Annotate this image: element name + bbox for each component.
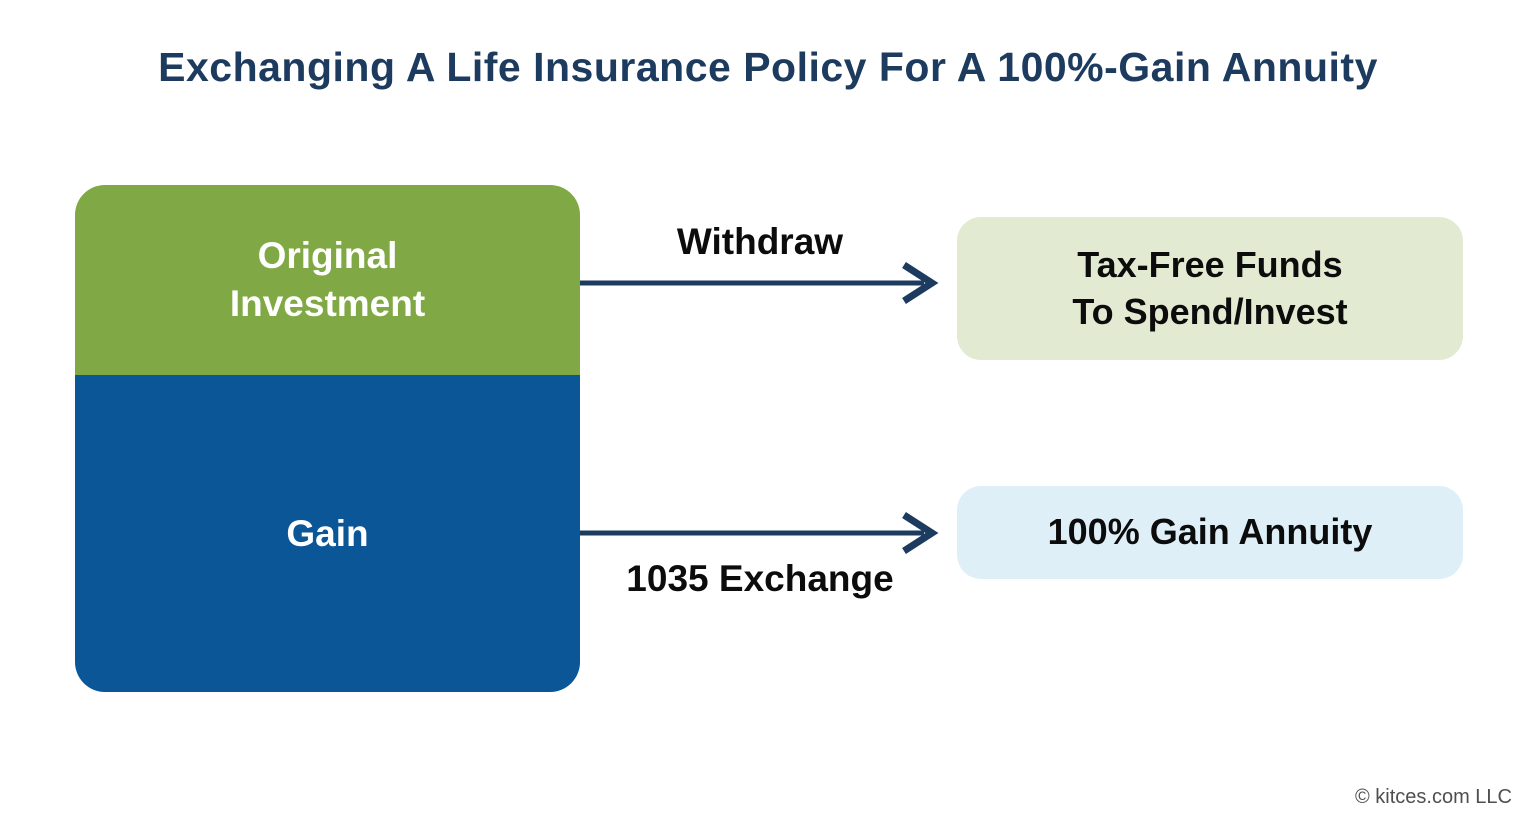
gain-annuity-label: 100% Gain Annuity (1047, 511, 1373, 553)
gain-annuity-box: 100% Gain Annuity (957, 486, 1463, 579)
original-investment-label-line1: Original (257, 234, 398, 276)
copyright-notice: © kitces.com LLC (1354, 786, 1512, 808)
page-title: Exchanging A Life Insurance Policy For A… (158, 44, 1378, 90)
original-investment-block: Original Investment (75, 185, 580, 375)
tax-free-funds-box: Tax-Free Funds To Spend/Invest (957, 217, 1463, 360)
gain-block: Gain (75, 375, 580, 692)
tax-free-funds-label-line1: Tax-Free Funds (1077, 243, 1343, 285)
exchange-arrow-label: 1035 Exchange (626, 558, 894, 599)
withdraw-arrow (580, 262, 939, 304)
exchange-arrow (580, 512, 939, 554)
withdraw-arrow-label: Withdraw (676, 221, 844, 262)
investment-stack: Original Investment Gain (75, 185, 580, 692)
gain-label: Gain (286, 512, 369, 554)
original-investment-label-line2: Investment (229, 283, 426, 324)
tax-free-funds-label-line2: To Spend/Invest (1072, 290, 1348, 332)
